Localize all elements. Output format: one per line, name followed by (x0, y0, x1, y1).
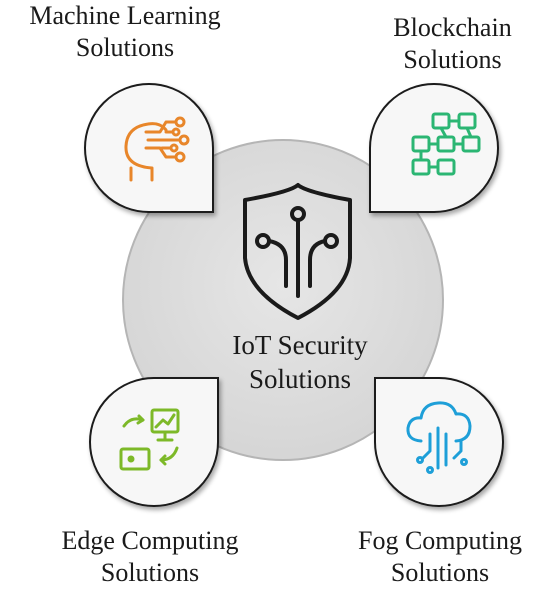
fog-label-line1: Fog Computing (358, 526, 522, 555)
edge-node-shape (89, 377, 219, 507)
center-label: IoT Security Solutions (195, 328, 405, 396)
blockchain-label-line1: Blockchain (393, 13, 512, 42)
blockchain-blocks-icon (411, 112, 481, 176)
fog-label-line2: Solutions (390, 558, 490, 587)
edge-devices-icon (119, 408, 180, 471)
shield-circuit-icon (243, 183, 352, 320)
ml-label-line1: Machine Learning (29, 1, 221, 30)
cloud-circuit-icon (406, 401, 472, 474)
center-label-line2: Solutions (248, 364, 352, 394)
edge-label: Edge Computing Solutions (25, 525, 275, 589)
fog-label: Fog Computing Solutions (330, 525, 550, 589)
ml-label: Machine Learning Solutions (0, 0, 250, 64)
edge-label-line1: Edge Computing (61, 526, 239, 555)
ai-head-icon (124, 116, 190, 182)
blockchain-label: Blockchain Solutions (370, 12, 535, 76)
edge-label-line2: Solutions (100, 558, 200, 587)
ml-label-line2: Solutions (75, 33, 175, 62)
center-label-line1: IoT Security (232, 330, 368, 360)
blockchain-node-shape (369, 83, 499, 213)
blockchain-label-line2: Solutions (403, 45, 502, 74)
